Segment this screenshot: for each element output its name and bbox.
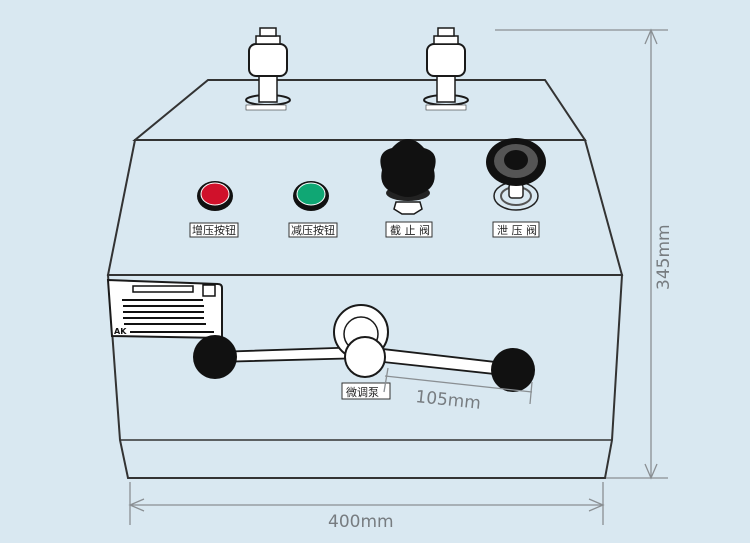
gauge-connector-right [423,27,469,111]
decrease-button-label: 减压按钮 [291,223,335,237]
decrease-pressure-button[interactable] [293,181,329,211]
height-dimension: 345mm [495,28,674,480]
width-dimension: 400mm [128,482,605,532]
relief-valve-knob[interactable] [486,138,546,211]
fine-pump-label: 微调泵 [346,385,379,399]
increase-button-label: 增压按钮 [192,223,236,237]
shutoff-valve-knob[interactable] [380,139,436,215]
shutoff-valve-label: 截 止 阀 [390,223,430,237]
height-label: 345mm [654,224,674,290]
increase-pressure-button[interactable] [197,181,233,211]
svg-text:AK: AK [114,327,127,336]
right-handle-knob [491,348,535,392]
device-body [106,79,624,479]
nameplate: AK [106,278,223,340]
relief-valve-label: 泄 压 阀 [497,223,537,237]
gauge-connector-left [245,27,291,111]
width-label: 400mm [328,512,394,532]
fine-adjust-pump[interactable] [193,304,535,392]
left-handle-knob [193,335,237,379]
